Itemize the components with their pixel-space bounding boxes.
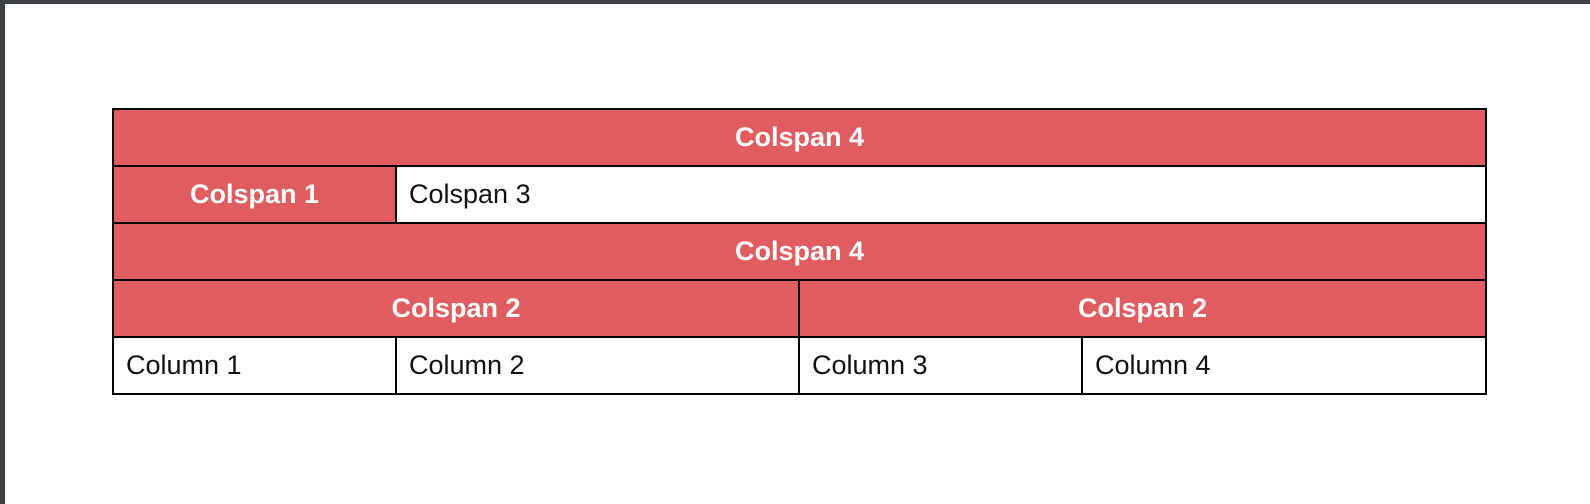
header-cell: Colspan 4	[111, 222, 1488, 281]
header-cell: Colspan 1	[112, 165, 397, 224]
data-cell: Column 3	[798, 336, 1083, 395]
data-cell: Column 4	[1080, 336, 1488, 395]
table-row: Colspan 4	[111, 108, 1488, 167]
data-cell: Column 2	[395, 336, 800, 395]
table-row: Colspan 4	[111, 222, 1488, 281]
header-cell: Colspan 4	[111, 108, 1488, 167]
header-cell: Colspan 2	[112, 279, 800, 338]
data-cell: Column 1	[112, 336, 397, 395]
header-cell: Colspan 2	[797, 279, 1488, 338]
window-left-edge	[0, 0, 5, 504]
window-top-edge	[0, 0, 1590, 4]
data-cell: Colspan 3	[394, 165, 1488, 224]
